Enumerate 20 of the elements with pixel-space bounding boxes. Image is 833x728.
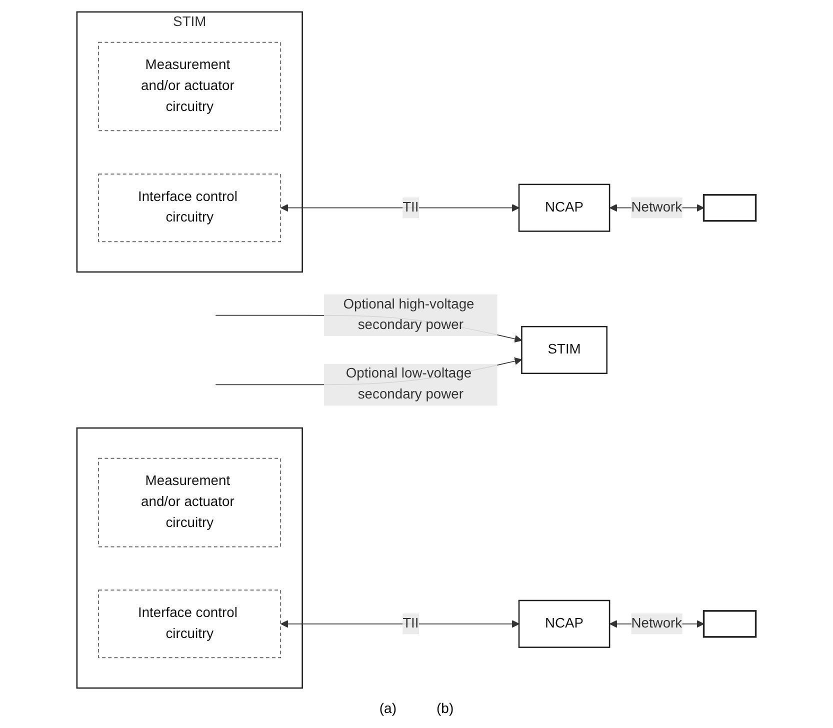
- edge-label: Optional low-voltage secondary power: [346, 366, 472, 402]
- node-bar: [703, 194, 757, 222]
- node-box: NCAP: [518, 600, 610, 648]
- edge-label: TII: [402, 616, 419, 631]
- edge-label: Network: [631, 200, 682, 215]
- arrow: [280, 620, 520, 628]
- panel-label: (b): [436, 700, 454, 716]
- cluster: [76, 427, 304, 689]
- node-box: Measurement and/or actuator circuitry: [98, 42, 282, 132]
- node-box: NCAP: [518, 184, 610, 232]
- arrow: [280, 204, 520, 212]
- edge-label: Optional high-voltage secondary power: [343, 297, 474, 333]
- node-box: Interface control circuitry: [98, 174, 282, 242]
- node-box: Measurement and/or actuator circuitry: [98, 458, 282, 548]
- node-box: STIM: [521, 326, 608, 374]
- edge-label: Network: [631, 616, 682, 631]
- node-bar: [703, 610, 757, 638]
- panel-label: (a): [379, 700, 396, 716]
- node-box: Interface control circuitry: [98, 590, 282, 658]
- edge-label: TII: [402, 200, 419, 215]
